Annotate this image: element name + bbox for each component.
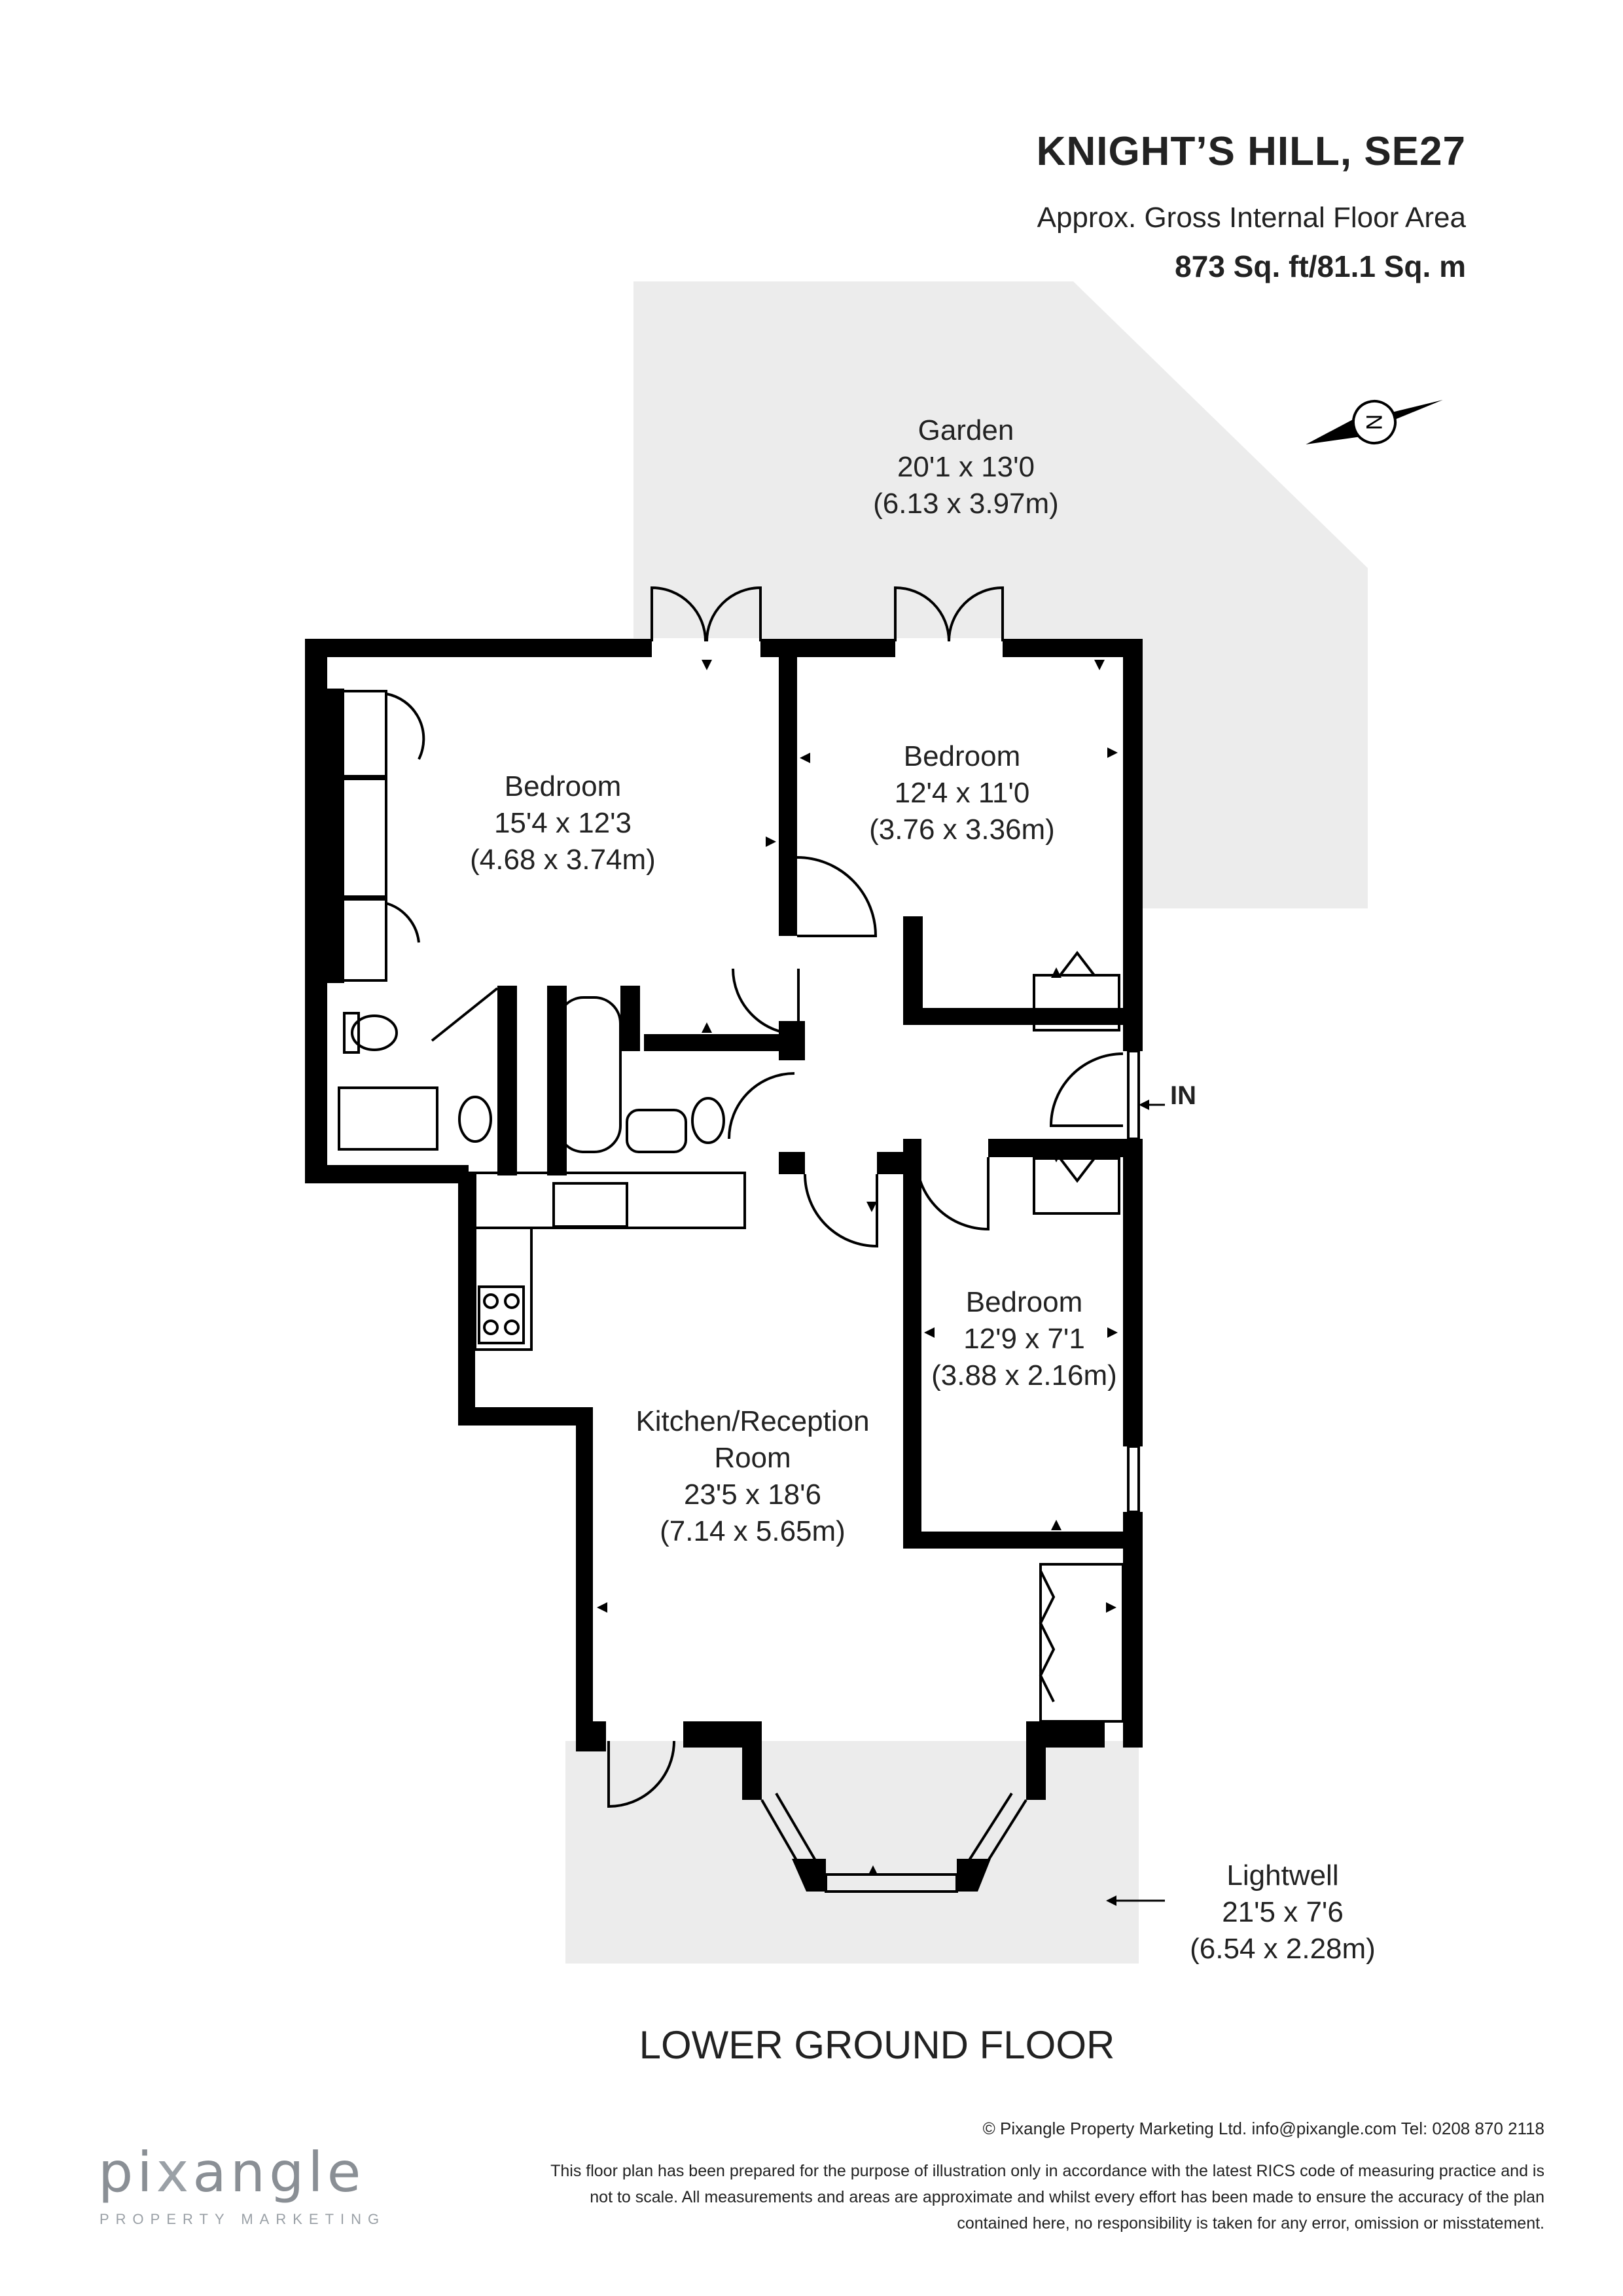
entrance-label: IN bbox=[1170, 1081, 1196, 1110]
disclaimer-line: not to scale. All measurements and areas… bbox=[590, 2188, 1544, 2206]
logo-text-x: x bbox=[156, 2140, 193, 2204]
room-label-bedroom-2: Bedroom 12'4 x 11'0 (3.76 x 3.36m) bbox=[798, 738, 1126, 848]
logo-tagline: PROPERTY MARKETING bbox=[99, 2211, 386, 2227]
disclaimer-line: This floor plan has been prepared for th… bbox=[550, 2162, 1544, 2180]
room-metric: (7.14 x 5.65m) bbox=[660, 1515, 846, 1547]
lightwell-pointer bbox=[1106, 1895, 1165, 1906]
compass-letter: N bbox=[1361, 414, 1386, 431]
logo-text-post: angle bbox=[192, 2140, 365, 2204]
floor-label: LOWER GROUND FLOOR bbox=[639, 2023, 1115, 2067]
room-metric: (3.88 x 2.16m) bbox=[931, 1359, 1117, 1391]
floor-area-value: 873 Sq. ft/81.1 Sq. m bbox=[1175, 249, 1466, 283]
area-subtitle: Approx. Gross Internal Floor Area bbox=[1037, 202, 1466, 234]
room-imperial: 20'1 x 13'0 bbox=[897, 451, 1035, 483]
room-name: Lightwell bbox=[1226, 1859, 1339, 1892]
room-imperial: 21'5 x 7'6 bbox=[1222, 1896, 1344, 1928]
copyright-line: © Pixangle Property Marketing Ltd. info@… bbox=[982, 2119, 1544, 2138]
garden-area bbox=[633, 281, 1368, 908]
disclaimer: This floor plan has been prepared for th… bbox=[347, 2158, 1544, 2236]
room-metric: (3.76 x 3.36m) bbox=[869, 814, 1055, 846]
room-label-lightwell: Lightwell 21'5 x 7'6 (6.54 x 2.28m) bbox=[1165, 1857, 1400, 1967]
room-metric: (6.13 x 3.97m) bbox=[873, 488, 1059, 520]
room-label-bedroom-1: Bedroom 15'4 x 12'3 (4.68 x 3.74m) bbox=[386, 768, 740, 878]
fittings bbox=[326, 690, 1140, 1878]
room-name: Bedroom bbox=[903, 740, 1021, 772]
room-name-line1: Kitchen/Reception bbox=[635, 1405, 870, 1437]
property-title: KNIGHT’S HILL, SE27 bbox=[1036, 129, 1466, 174]
external-walls bbox=[305, 639, 1143, 1893]
room-metric: (4.68 x 3.74m) bbox=[470, 844, 656, 876]
room-metric: (6.54 x 2.28m) bbox=[1190, 1933, 1376, 1965]
room-name: Bedroom bbox=[504, 770, 622, 802]
room-name: Garden bbox=[918, 414, 1014, 446]
interior-floor bbox=[308, 640, 1143, 1740]
room-name: Bedroom bbox=[965, 1286, 1083, 1318]
room-name-line2: Room bbox=[714, 1442, 791, 1474]
doors bbox=[385, 586, 1124, 1808]
room-imperial: 15'4 x 12'3 bbox=[493, 807, 632, 839]
room-label-bedroom-3: Bedroom 12'9 x 7'1 (3.88 x 2.16m) bbox=[923, 1284, 1126, 1394]
lightwell-area bbox=[565, 1741, 1139, 1964]
room-label-kitchen-reception: Kitchen/Reception Room 23'5 x 18'6 (7.14… bbox=[589, 1403, 916, 1550]
room-imperial: 12'4 x 11'0 bbox=[894, 777, 1030, 809]
logo-text-pre: pi bbox=[98, 2140, 156, 2204]
room-imperial: 23'5 x 18'6 bbox=[683, 1479, 822, 1511]
room-label-garden: Garden 20'1 x 13'0 (6.13 x 3.97m) bbox=[783, 412, 1149, 522]
compass-icon: N bbox=[1306, 400, 1443, 444]
disclaimer-line: contained here, no responsibility is tak… bbox=[957, 2214, 1544, 2233]
room-imperial: 12'9 x 7'1 bbox=[963, 1323, 1085, 1355]
pixangle-logo: pixangle bbox=[98, 2140, 365, 2204]
